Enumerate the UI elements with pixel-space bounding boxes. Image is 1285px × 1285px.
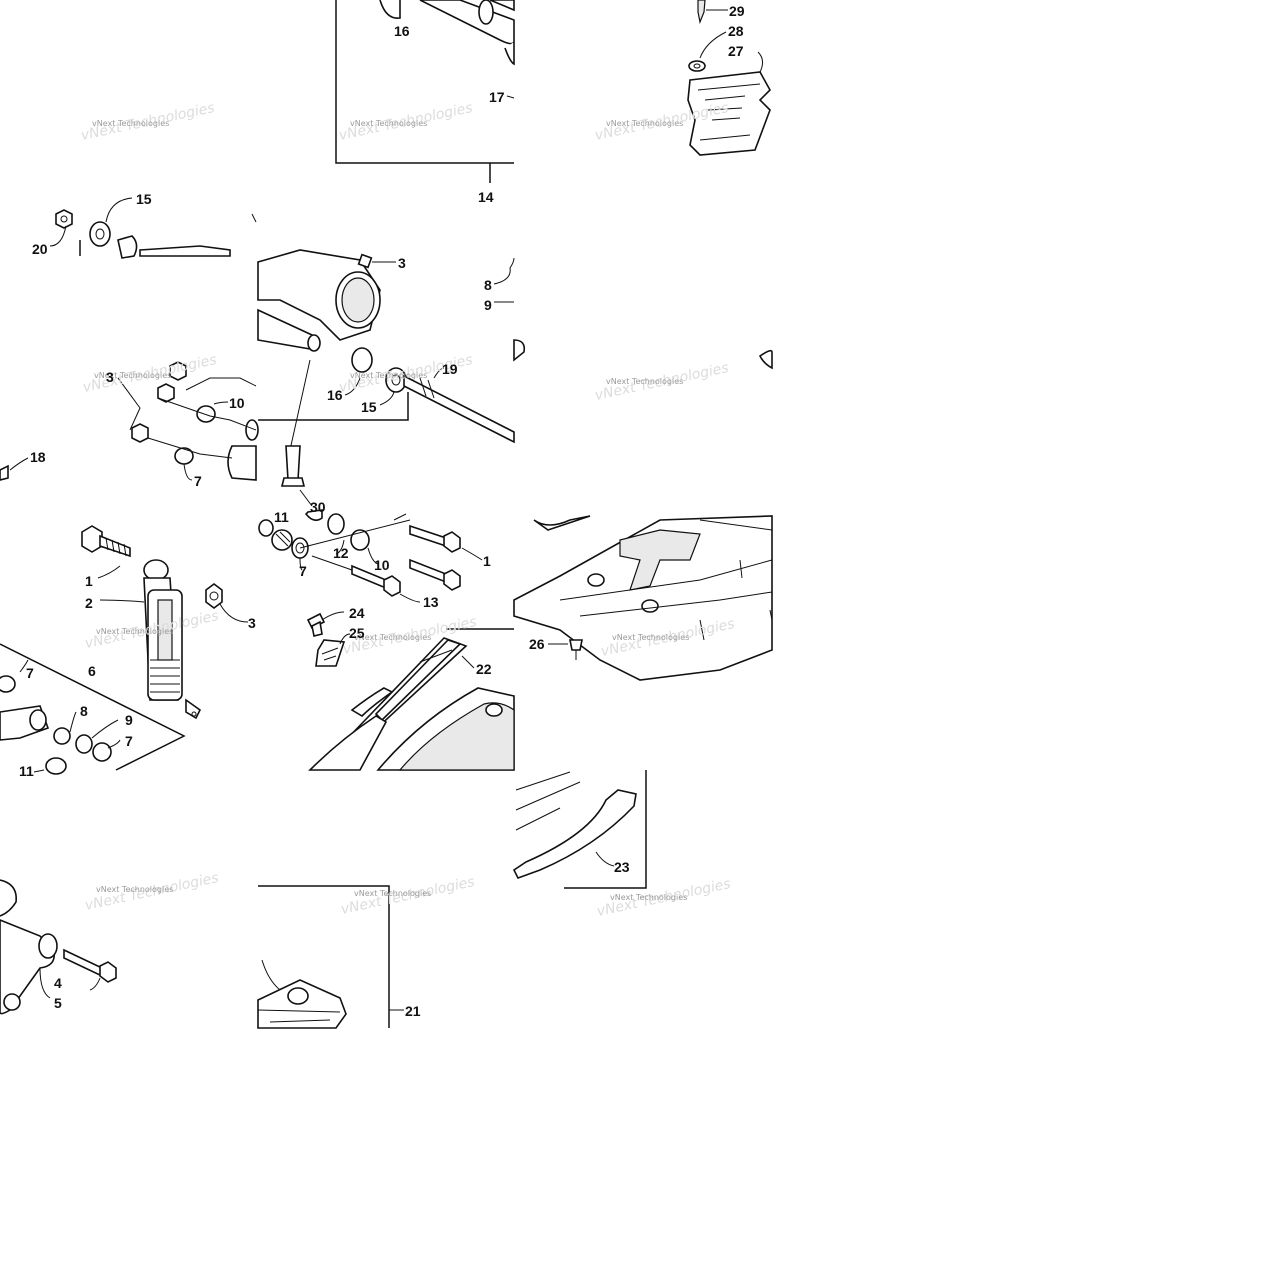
callout-23: 23 [614, 859, 630, 875]
watermark-text: vNext Technologies [350, 371, 427, 380]
group-bolts-1-7-10-12-13 [258, 509, 483, 603]
watermark-text: vNext Technologies [94, 371, 171, 380]
callout-9: 9 [484, 297, 492, 313]
callout-22: 22 [476, 661, 492, 677]
callout-labels: 29 28 27 16 17 14 15 20 3 8 9 19 16 15 1… [19, 3, 745, 1019]
callout-1: 1 [483, 553, 491, 569]
callout-3: 3 [398, 255, 406, 271]
group-rail-22 [308, 628, 515, 771]
callout-29: 29 [729, 3, 745, 19]
callout-28: 28 [728, 23, 744, 39]
callout-15: 15 [136, 191, 152, 207]
callout-3: 3 [106, 369, 114, 385]
watermark-text: vNext Technologies [606, 377, 683, 386]
callout-30: 30 [310, 499, 326, 515]
callout-11: 11 [19, 763, 34, 779]
callout-26: 26 [529, 636, 545, 652]
callout-17: 17 [489, 89, 505, 105]
watermark-text: vNext Technologies [96, 627, 173, 636]
group-parts-3-7-10-18 [0, 361, 259, 481]
watermarks: vNext Technologies vNext Technologies vN… [80, 100, 737, 920]
callout-1: 1 [85, 573, 93, 589]
callout-21: 21 [405, 1003, 421, 1019]
watermark-text: vNext Technologies [354, 889, 431, 898]
callout-10: 10 [374, 557, 390, 573]
callout-13: 13 [423, 594, 439, 610]
watermark-text: vNext Technologies [92, 119, 169, 128]
watermark-text: vNext Technologies [354, 633, 431, 642]
callout-6: 6 [88, 663, 96, 679]
group-parts-8-9 [493, 257, 773, 370]
callout-24: 24 [349, 605, 365, 621]
callout-3: 3 [248, 615, 256, 631]
callout-12: 12 [333, 545, 349, 561]
watermark-text: vNext Technologies [606, 119, 683, 128]
callout-11: 11 [274, 509, 289, 525]
group-plate-26 [513, 515, 773, 681]
group-bracket-6-11 [0, 643, 186, 775]
watermark-text: vNext Technologies [350, 119, 427, 128]
callout-20: 20 [32, 241, 48, 257]
callout-27: 27 [728, 43, 744, 59]
group-parts-15-20 [49, 197, 257, 259]
watermark-text: vNext Technologies [610, 893, 687, 902]
callout-4: 4 [54, 975, 62, 991]
callout-14: 14 [478, 189, 494, 205]
group-frame-14 [335, 0, 515, 183]
callout-18: 18 [30, 449, 46, 465]
callout-9: 9 [125, 712, 133, 728]
callout-7: 7 [125, 733, 133, 749]
group-wear-23 [512, 770, 647, 889]
callout-25: 25 [349, 625, 365, 641]
group-skid-21 [257, 885, 404, 1029]
callout-16: 16 [327, 387, 343, 403]
callout-7: 7 [194, 473, 202, 489]
callout-7: 7 [26, 665, 34, 681]
group-parts-24-25 [306, 611, 351, 667]
callout-2: 2 [85, 595, 93, 611]
callout-8: 8 [484, 277, 492, 293]
callout-15: 15 [361, 399, 377, 415]
callout-19: 19 [442, 361, 458, 377]
callout-7: 7 [299, 563, 307, 579]
callout-5: 5 [54, 995, 62, 1011]
group-shock-1-3 [81, 525, 249, 720]
group-swingarm-3-16-19 [257, 249, 515, 507]
watermark-text: vNext Technologies [96, 885, 173, 894]
group-link-4-5 [0, 879, 117, 1015]
watermark-text: vNext Technologies [612, 633, 689, 642]
callout-16: 16 [394, 23, 410, 39]
callout-8: 8 [80, 703, 88, 719]
group-parts-27-29 [687, 0, 771, 156]
callout-10: 10 [229, 395, 245, 411]
